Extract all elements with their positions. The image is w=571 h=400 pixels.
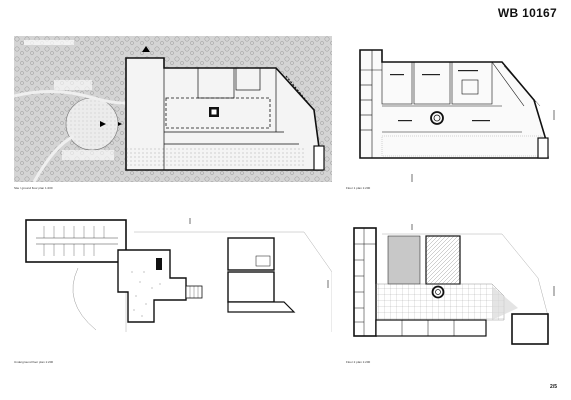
sheet-id: WB 10167 xyxy=(497,6,557,20)
plan-caption: Underground floor plan 1:200 xyxy=(14,360,54,364)
plan-caption: Floor 2 plan 1:200 xyxy=(346,360,371,364)
underground-plan: Underground floor plan 1:200 xyxy=(14,212,332,364)
page-number: 2/5 xyxy=(550,384,557,390)
plan-caption: Site / ground floor plan 1:200 xyxy=(14,186,53,190)
floor1-plan: Floor 1 plan 1:200 xyxy=(342,40,557,190)
plan-caption: Floor 1 plan 1:200 xyxy=(346,186,371,190)
site-plan: Site / ground floor plan 1:200 xyxy=(14,36,332,190)
floor2-plan: Floor 2 plan 1:200 xyxy=(342,216,557,366)
